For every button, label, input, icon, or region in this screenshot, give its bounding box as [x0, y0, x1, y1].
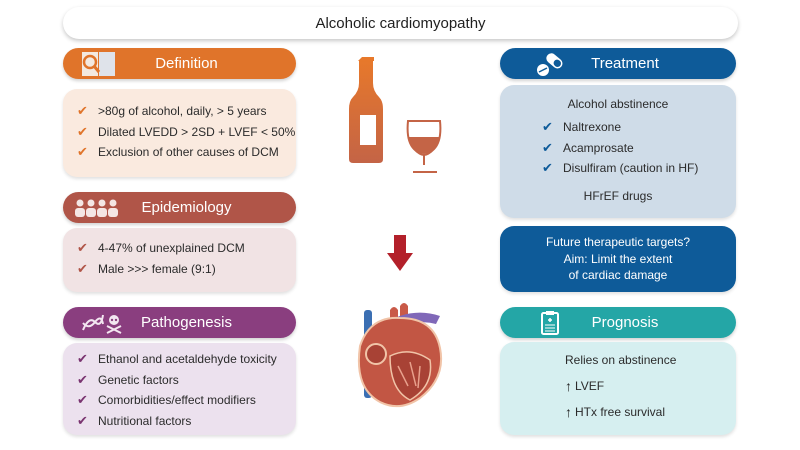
- list-item: ↑ HTx free survival: [565, 404, 666, 420]
- check-icon: ✔: [77, 103, 88, 119]
- list-item: ✔>80g of alcohol, daily, > 5 years: [77, 103, 267, 119]
- check-icon: ✔: [77, 351, 88, 367]
- future-line-3: of cardiac damage: [568, 268, 668, 282]
- check-icon: ✔: [542, 139, 553, 155]
- treatment-subtitle: Alcohol abstinence: [567, 97, 669, 111]
- check-icon: ✔: [77, 123, 88, 139]
- title-text: Alcoholic cardiomyopathy: [315, 14, 486, 32]
- list-item: ✔4-47% of unexplained DCM: [77, 240, 245, 256]
- list-item: ✔Genetic factors: [77, 371, 179, 387]
- list-item: ✔Male >>> female (9:1): [77, 260, 216, 276]
- prognosis-header: Prognosis: [500, 307, 736, 338]
- epidemiology-box: ✔4-47% of unexplained DCM ✔Male >>> fema…: [63, 228, 296, 292]
- future-line-1: Future therapeutic targets?: [545, 235, 691, 249]
- clipboard-icon: [530, 310, 570, 335]
- check-icon: ✔: [77, 371, 88, 387]
- definition-box: ✔>80g of alcohol, daily, > 5 years ✔Dila…: [63, 89, 296, 177]
- list-item: ✔Acamprosate: [542, 139, 634, 155]
- epidemiology-title: Epidemiology: [141, 199, 232, 216]
- check-icon: ✔: [542, 160, 553, 176]
- list-item: ✔Ethanol and acetaldehyde toxicity: [77, 351, 277, 367]
- up-arrow-icon: ↑: [565, 404, 572, 420]
- check-icon: ✔: [77, 392, 88, 408]
- definition-title: Definition: [155, 55, 218, 72]
- pathogenesis-box: ✔Ethanol and acetaldehyde toxicity ✔Gene…: [63, 343, 296, 435]
- list-item: ✔Comorbidities/effect modifiers: [77, 392, 256, 408]
- page-title: Alcoholic cardiomyopathy: [63, 7, 738, 39]
- definition-header: Definition: [63, 48, 296, 79]
- check-icon: ✔: [77, 144, 88, 160]
- list-item: ✔Naltrexone: [542, 119, 622, 135]
- prognosis-box: Relies on abstinence ↑ LVEF ↑ HTx free s…: [500, 342, 736, 435]
- treatment-box: Alcohol abstinence ✔Naltrexone ✔Acampros…: [500, 85, 736, 218]
- list-item: ✔Nutritional factors: [77, 412, 192, 428]
- down-arrow-icon: [387, 235, 413, 276]
- dna-skull-icon: [81, 310, 125, 335]
- future-targets-box: Future therapeutic targets? Aim: Limit t…: [500, 226, 736, 292]
- epidemiology-header: Epidemiology: [63, 192, 296, 223]
- pathogenesis-header: Pathogenesis: [63, 307, 296, 338]
- check-icon: ✔: [542, 119, 553, 135]
- treatment-footer: HFrEF drugs: [583, 188, 653, 203]
- list-item: ✔Exclusion of other causes of DCM: [77, 144, 279, 160]
- wine-bottle-glass-icon: [340, 55, 460, 173]
- check-icon: ✔: [77, 240, 88, 256]
- pills-icon: [530, 51, 570, 76]
- future-line-2: Aim: Limit the extent: [563, 251, 673, 266]
- list-item: ✔Disulfiram (caution in HF): [542, 160, 699, 176]
- list-item: ↑ LVEF: [565, 378, 605, 394]
- prognosis-subtitle: Relies on abstinence: [565, 353, 677, 367]
- glass-base: [413, 171, 437, 173]
- list-item: ✔Dilated LVEDD > 2SD + LVEF < 50%: [77, 123, 296, 139]
- treatment-title: Treatment: [591, 55, 659, 72]
- check-icon: ✔: [77, 260, 88, 276]
- heart-anatomy-icon: [350, 296, 450, 421]
- up-arrow-icon: ↑: [565, 378, 572, 394]
- check-icon: ✔: [77, 412, 88, 428]
- people-group-icon: [73, 195, 123, 220]
- magnifier-book-icon: [79, 51, 119, 76]
- treatment-header: Treatment: [500, 48, 736, 79]
- pathogenesis-title: Pathogenesis: [141, 314, 232, 331]
- prognosis-title: Prognosis: [591, 314, 659, 331]
